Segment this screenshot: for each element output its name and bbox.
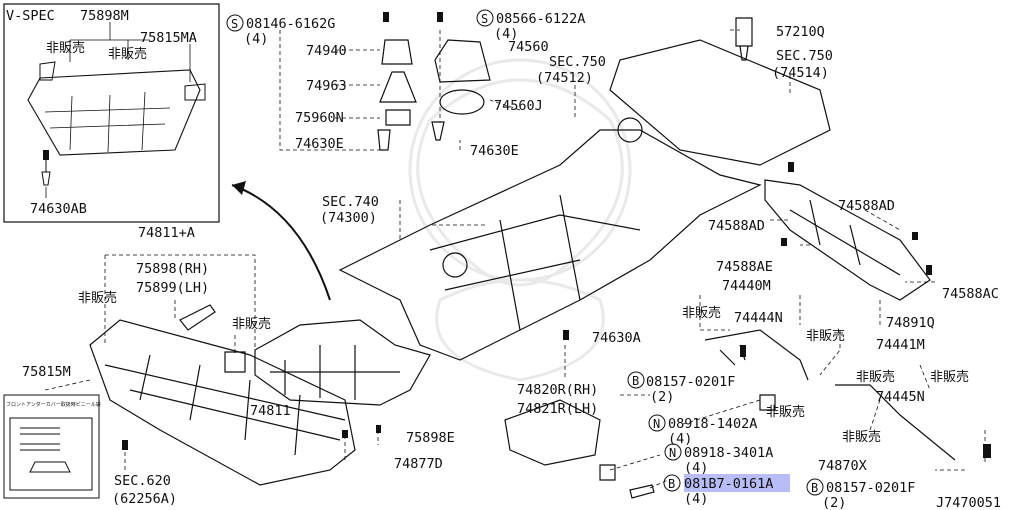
label-qty-4e: (4) xyxy=(684,491,708,507)
label-74560j: 74560J xyxy=(494,98,543,114)
label-57210q: 57210Q xyxy=(776,24,825,40)
label-nonsale-f: 非販売 xyxy=(806,328,845,344)
info-card xyxy=(3,394,100,499)
label-75898m: 75898M xyxy=(80,8,129,24)
label-75899lh: 75899(LH) xyxy=(136,280,209,296)
label-nonsale-i: 非販売 xyxy=(766,404,805,420)
label-62256a: (62256A) xyxy=(112,491,177,507)
label-nonsale-a: 非販売 xyxy=(46,40,85,56)
label-qty-2b: (2) xyxy=(822,495,846,510)
label-nonsale-d: 非販売 xyxy=(232,316,271,332)
callout-s-1: S xyxy=(231,17,238,31)
label-74560: 74560 xyxy=(508,39,549,55)
vspec-inset-box xyxy=(3,3,220,223)
label-08157-0201f-a: 08157-0201F xyxy=(646,374,735,390)
callout-b-1: B xyxy=(632,374,639,388)
label-74877d: 74877D xyxy=(394,456,443,472)
label-qty-2a: (2) xyxy=(650,389,674,405)
inset-arrow xyxy=(231,181,331,301)
label-74588ac: 74588AC xyxy=(942,286,999,302)
label-nonsale-g: 非販売 xyxy=(856,369,895,385)
figure-reference: J7470051 xyxy=(936,495,1001,510)
label-08918-1402a: 08918-1402A xyxy=(668,416,757,432)
label-74630e-left: 74630E xyxy=(295,136,344,152)
leader-lines xyxy=(44,29,986,489)
bolt-icons xyxy=(43,12,991,458)
label-qty-4c: (4) xyxy=(668,431,692,447)
label-74630ab: 74630AB xyxy=(30,201,87,217)
label-74444n: 74444N xyxy=(734,310,783,326)
label-sec620: SEC.620 xyxy=(114,473,171,489)
label-nonsale-c: 非販売 xyxy=(78,290,117,306)
label-nonsale-e: 非販売 xyxy=(682,305,721,321)
background-watermark xyxy=(408,58,632,382)
label-75898e: 75898E xyxy=(406,430,455,446)
label-74940: 74940 xyxy=(306,43,347,59)
label-74588ad-left: 74588AD xyxy=(708,218,765,234)
label-qty-4b: (4) xyxy=(494,26,518,42)
label-74630a: 74630A xyxy=(592,330,641,346)
label-74963: 74963 xyxy=(306,78,347,94)
label-75960n: 75960N xyxy=(295,110,344,126)
callout-b-3: B xyxy=(811,481,818,495)
floor-panel xyxy=(338,39,831,361)
label-sec750-a: SEC.750 xyxy=(549,54,606,70)
label-nonsale-b: 非販売 xyxy=(108,46,147,62)
label-sec740: SEC.740 xyxy=(322,194,379,210)
label-74588ae: 74588AE xyxy=(716,259,773,275)
label-081b7-0161a: 081B7-0161A xyxy=(684,476,773,492)
label-74630e-right: 74630E xyxy=(470,143,519,159)
info-card-title: フロントアンダーカバー取扱時ビニール袋 xyxy=(6,401,101,408)
label-qty-4a: (4) xyxy=(244,31,268,47)
callout-n-1: N xyxy=(653,417,660,431)
label-74588ad-right: 74588AD xyxy=(838,198,895,214)
label-75898rh: 75898(RH) xyxy=(136,261,209,277)
label-74445n: 74445N xyxy=(876,389,925,405)
label-08566-6122a: 08566-6122A xyxy=(496,11,585,27)
rear-diffuser xyxy=(764,179,931,301)
callout-circles xyxy=(226,9,824,496)
label-75815ma: 75815MA xyxy=(140,30,197,46)
label-sec750-b: SEC.750 xyxy=(776,48,833,64)
label-74441m: 74441M xyxy=(876,337,925,353)
label-74514: (74514) xyxy=(772,65,829,81)
part-highlight xyxy=(684,474,790,492)
label-nonsale-h: 非販売 xyxy=(930,369,969,385)
label-08146-6162g: 08146-6162G xyxy=(246,16,335,32)
callout-n-2: N xyxy=(669,446,676,460)
label-08157-0201f-b: 08157-0201F xyxy=(826,480,915,496)
label-74300: (74300) xyxy=(320,210,377,226)
label-08918-3401a: 08918-3401A xyxy=(684,445,773,461)
label-vspec: V-SPEC xyxy=(6,8,55,24)
callout-b-2: B xyxy=(668,477,675,491)
label-qty-4d: (4) xyxy=(684,460,708,476)
label-74820r-rh: 74820R(RH) xyxy=(517,382,598,398)
label-74891q: 74891Q xyxy=(886,315,935,331)
callout-s-2: S xyxy=(481,12,488,26)
label-75815m: 75815M xyxy=(22,364,71,380)
label-74440m: 74440M xyxy=(722,278,771,294)
front-under-cover xyxy=(89,304,356,486)
cover-74811 xyxy=(254,319,431,406)
label-74811a: 74811+A xyxy=(138,225,195,241)
label-74811: 74811 xyxy=(250,403,291,419)
label-74512: (74512) xyxy=(536,70,593,86)
label-nonsale-j: 非販売 xyxy=(842,429,881,445)
label-74821r-lh: 74821R(LH) xyxy=(517,401,598,417)
label-74870x: 74870X xyxy=(818,458,867,474)
